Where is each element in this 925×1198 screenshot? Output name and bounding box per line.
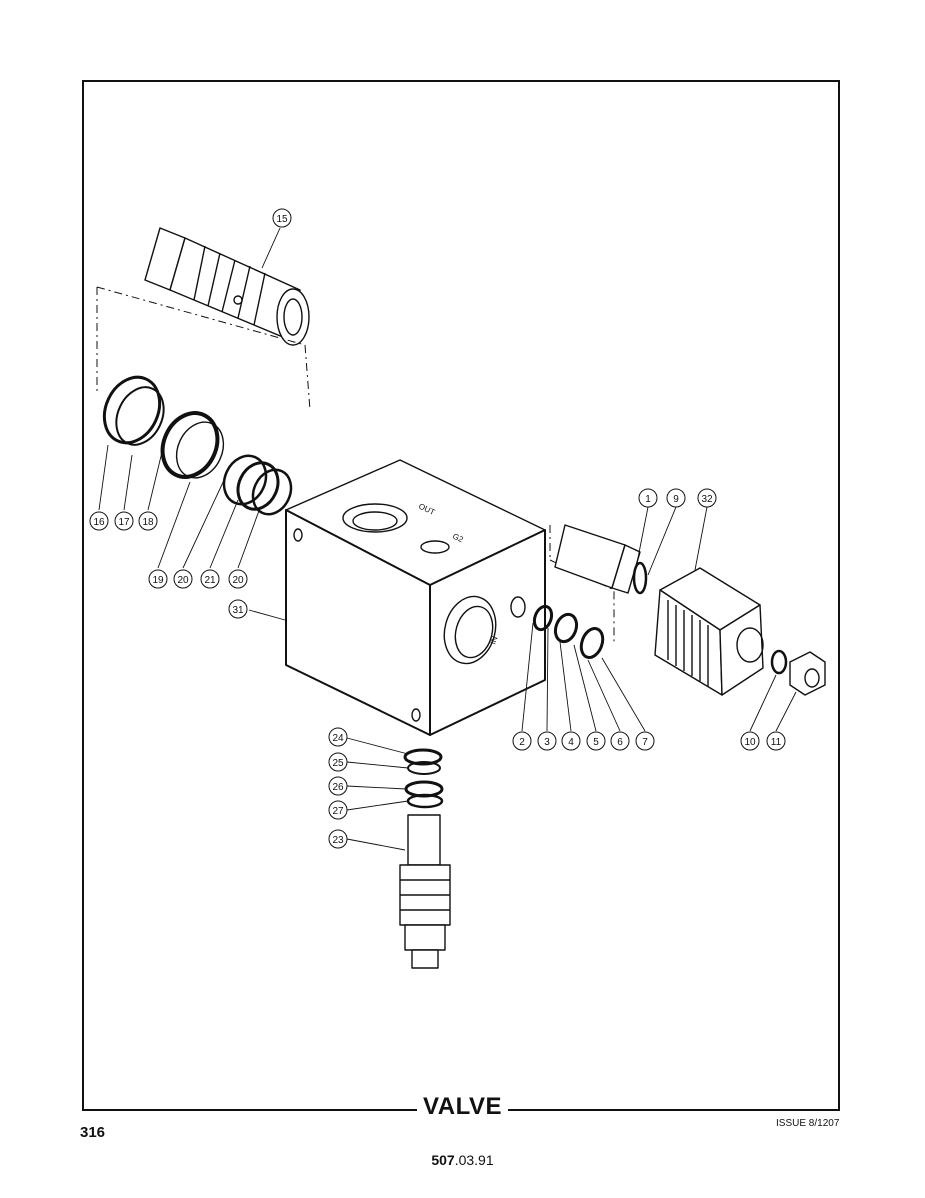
callout-circle-6 (610, 731, 630, 751)
callout-circle-15 (272, 208, 292, 228)
callout-7: 7 (642, 737, 648, 748)
callout-circle-18 (138, 511, 158, 531)
callout-circle-24 (328, 727, 348, 747)
callout-circles (89, 208, 786, 849)
seal-set-right (532, 604, 605, 660)
callout-5: 5 (593, 737, 599, 748)
cartridge-15-guide-lines (96, 286, 311, 411)
callout-25: 25 (332, 758, 344, 769)
document-code-rest: .03.91 (454, 1152, 494, 1168)
callout-23: 23 (332, 835, 344, 846)
callout-20b: 20 (232, 575, 244, 586)
callout-6: 6 (617, 737, 623, 748)
page-number: 316 (80, 1124, 106, 1141)
callout-circle-20b (228, 569, 248, 589)
document-code-bold: 507 (431, 1152, 455, 1168)
document-code: 507.03.91 (0, 1152, 925, 1168)
cartridge-15-drawing (144, 227, 310, 346)
callout-circle-20a (173, 569, 193, 589)
callout-20a: 20 (177, 575, 189, 586)
callout-17: 17 (118, 517, 130, 528)
callout-26: 26 (332, 782, 344, 793)
issue-label: ISSUE 8/1207 (776, 1118, 840, 1129)
callout-circle-10 (740, 731, 760, 751)
page-title: VALVE (0, 1093, 925, 1121)
manifold-block-31-drawing (285, 459, 546, 736)
callout-circle-3 (537, 731, 557, 751)
callout-labels: 15 16 17 18 19 20 21 20 31 1 9 32 2 3 4 … (93, 214, 781, 846)
callout-15: 15 (276, 214, 288, 225)
callout-2: 2 (519, 737, 525, 748)
callout-circle-31 (228, 599, 248, 619)
callout-circle-1 (638, 488, 658, 508)
port-label-in: IN (488, 635, 499, 646)
callout-circle-11 (766, 731, 786, 751)
leader-lines (98, 227, 797, 851)
callout-1: 1 (645, 494, 651, 505)
callout-circle-9 (666, 488, 686, 508)
callout-11: 11 (771, 737, 782, 748)
solenoid-cartridge-1-drawing (554, 524, 648, 595)
callout-10: 10 (744, 737, 756, 748)
callout-circle-2 (512, 731, 532, 751)
callout-24: 24 (332, 733, 344, 744)
callout-circle-32 (697, 488, 717, 508)
callout-circle-27 (328, 800, 348, 820)
callout-32: 32 (701, 494, 713, 505)
callout-16: 16 (93, 517, 105, 528)
callout-circle-17 (114, 511, 134, 531)
seal-set-left (102, 375, 293, 516)
callout-3: 3 (544, 737, 550, 748)
bottom-cartridge-23-drawing (399, 748, 451, 969)
callout-31: 31 (232, 605, 244, 616)
callout-9: 9 (673, 494, 679, 505)
callout-21: 21 (204, 575, 216, 586)
callout-19: 19 (152, 575, 164, 586)
callout-circle-19 (148, 569, 168, 589)
callout-27: 27 (332, 806, 344, 817)
callout-circle-25 (328, 752, 348, 772)
callout-4: 4 (568, 737, 574, 748)
callout-18: 18 (142, 517, 154, 528)
callout-circle-5 (586, 731, 606, 751)
callout-circle-23 (328, 829, 348, 849)
callout-circle-16 (89, 511, 109, 531)
callout-circle-21 (200, 569, 220, 589)
callout-circle-4 (561, 731, 581, 751)
callout-circle-26 (328, 776, 348, 796)
port-label-g2: G2 (451, 532, 465, 545)
coil-connector-32-drawing (654, 567, 826, 696)
callout-circle-7 (635, 731, 655, 751)
